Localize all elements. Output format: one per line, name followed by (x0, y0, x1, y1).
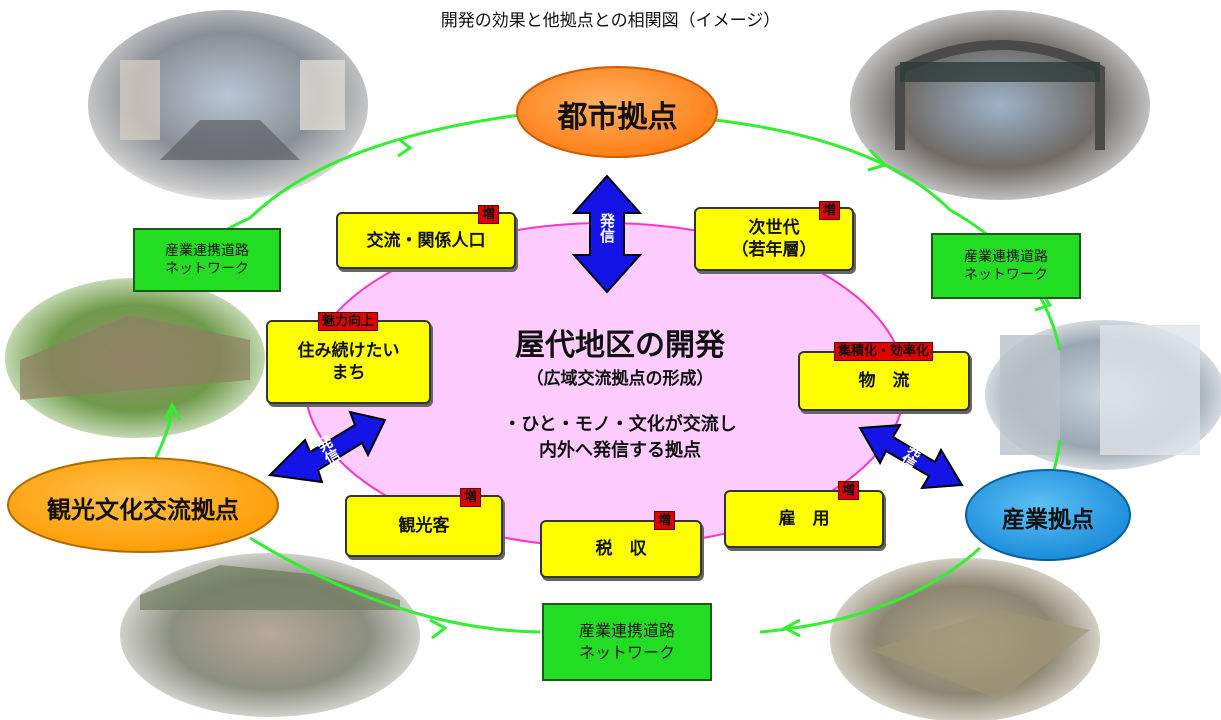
arrow-right-shape (858, 423, 964, 490)
arrow-left-shape (267, 410, 387, 484)
center-subtitle: （広域交流拠点の形成） (526, 369, 714, 389)
effect-tag: 増 (654, 511, 676, 530)
street-photo (88, 10, 368, 200)
industry-hub-label: 産業拠点 (1002, 507, 1094, 533)
effect-label: 住み続けたい (297, 341, 400, 361)
effect-tag: 増 (838, 481, 860, 500)
network-label-line2: ネットワーク (964, 267, 1048, 283)
effect-tag: 集積化・効率化 (834, 342, 934, 361)
center-title: 屋代地区の開発 (515, 328, 725, 363)
network-box-right: 産業連携道路 ネットワーク (931, 233, 1081, 299)
effect-box-livable-town: 住み続けたい まち (266, 320, 431, 404)
effect-box-employment: 雇 用 (724, 490, 884, 548)
network-label-line1: 産業連携道路 (165, 243, 249, 259)
effect-label: 税 収 (595, 539, 647, 559)
network-label-line2: ネットワーク (165, 261, 249, 277)
urban-hub-shape (516, 66, 718, 158)
land-aerial-photo (830, 558, 1100, 720)
center-description-line1: ・ひと・モノ・文化が交流し (503, 414, 737, 435)
arrow-up-shape (571, 174, 643, 294)
center-description: ・ひと・モノ・文化が交流し 内外へ発信する拠点 (420, 412, 820, 464)
onsen-gate-photo (850, 10, 1150, 200)
ring-arrowheads (163, 138, 1053, 640)
effect-label: 雇 用 (778, 509, 830, 529)
center-description-line2: 内外へ発信する拠点 (539, 440, 701, 461)
effect-tag: 増 (460, 488, 482, 507)
burial-mound-photo (5, 278, 265, 438)
effect-label-sub: まち (331, 363, 366, 383)
diagram-title: 開発の効果と他拠点との相関図（イメージ） (440, 11, 781, 31)
effect-tag: 増 (478, 205, 500, 224)
building-photo (985, 320, 1221, 470)
effect-box-tax-revenue: 税 収 (540, 520, 702, 578)
urban-hub-label: 都市拠点 (557, 100, 678, 135)
industry-hub-shape (965, 469, 1131, 561)
effect-label: 交流・関係人口 (366, 230, 486, 251)
tourism-hub-label: 観光文化交流拠点 (47, 496, 239, 524)
network-box-bottom: 産業連携道路 ネットワーク (542, 603, 712, 681)
effect-label: 物 流 (858, 371, 910, 391)
network-label-line2: ネットワーク (578, 643, 675, 662)
effect-tag: 魅力向上 (318, 312, 379, 331)
network-box-left: 産業連携道路 ネットワーク (133, 228, 281, 292)
network-label-line1: 産業連携道路 (964, 249, 1048, 265)
effect-label: 次世代 (748, 218, 800, 238)
effect-label: 観光客 (398, 516, 450, 536)
effect-label-sub: （若年層） (731, 240, 817, 260)
tourism-hub-shape (7, 457, 279, 553)
network-label-line1: 産業連携道路 (578, 621, 675, 640)
effect-box-next-generation: 次世代 （若年層） (694, 207, 854, 271)
city-aerial-photo (120, 553, 420, 717)
effect-tag: 増 (819, 201, 841, 220)
arrow-up-label: 発信 (598, 213, 616, 243)
